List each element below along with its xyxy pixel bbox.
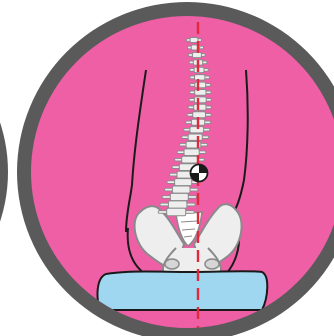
center-of-gravity-icon [191, 165, 208, 182]
vertebra [186, 38, 201, 43]
seat-cushion [98, 271, 268, 310]
